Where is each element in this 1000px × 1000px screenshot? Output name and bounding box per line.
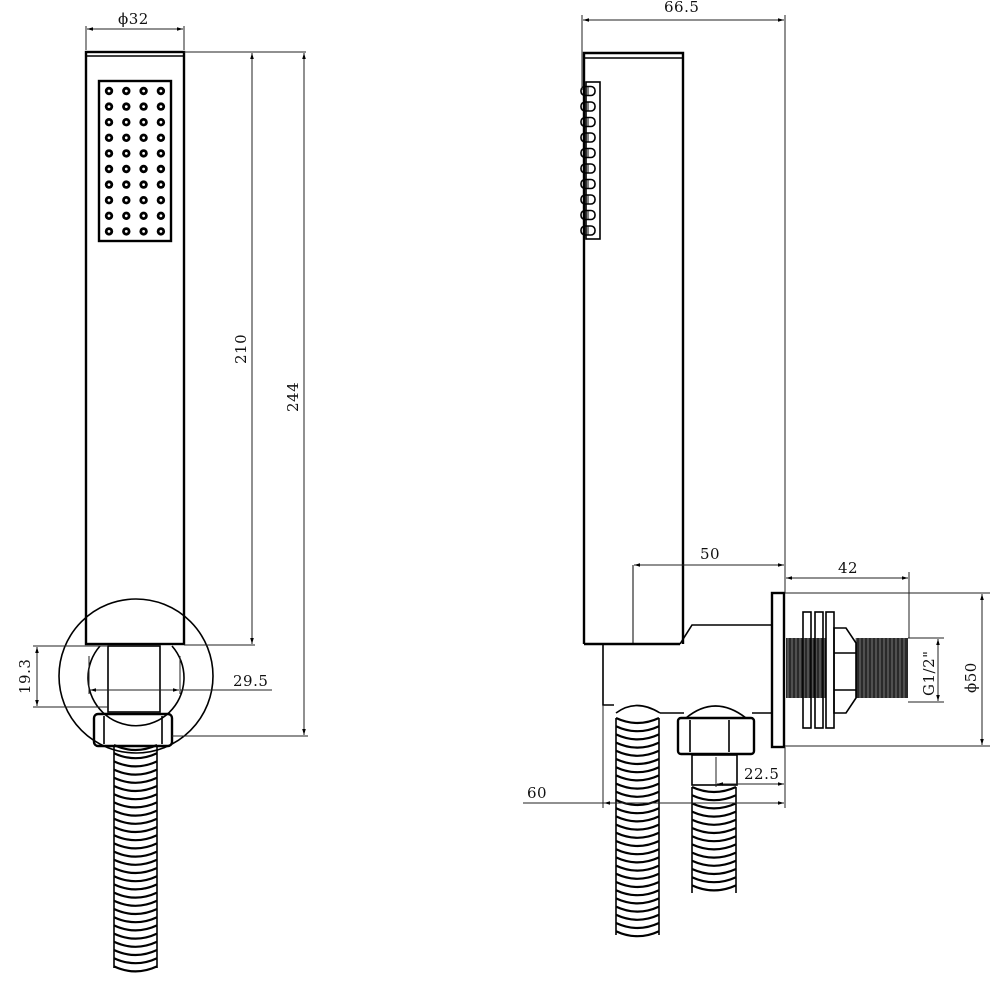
thread-right — [856, 638, 908, 698]
spray-nozzles-side — [580, 85, 596, 236]
dim-holder-height: 19.3 — [16, 659, 34, 694]
wall-flange — [770, 591, 786, 749]
dim-overall-height: 244 — [284, 382, 302, 412]
front-view — [58, 50, 214, 973]
lock-ring — [825, 611, 835, 729]
front-dimensions: ϕ32 210 244 19.3 29.5 — [16, 10, 308, 737]
handset-side-body — [582, 51, 685, 644]
dim-thread-length: 42 — [838, 559, 858, 577]
hose-side — [615, 717, 660, 938]
dim-spray-length: 210 — [232, 334, 250, 364]
hose-nut — [92, 712, 174, 748]
dim-handle-to-wall: 50 — [700, 545, 720, 563]
hose — [113, 744, 158, 973]
dim-thread-size: G1/2" — [920, 650, 938, 696]
dim-overall-depth: 66.5 — [664, 0, 699, 16]
side-dimensions: 66.5 50 42 G1/2" ϕ50 60 22.5 — [523, 0, 990, 808]
holder-neck — [107, 645, 161, 713]
lock-ring — [814, 611, 824, 729]
holder-cradle — [87, 645, 185, 727]
handset-body — [84, 50, 186, 646]
thread-left — [786, 638, 826, 698]
wall-bracket-circle — [58, 598, 214, 754]
dim-flange-diameter: ϕ50 — [962, 662, 980, 693]
lock-ring — [802, 611, 812, 729]
dim-holder-width: 29.5 — [233, 672, 268, 690]
hex-nut-side — [833, 627, 857, 714]
side-view — [580, 51, 908, 938]
dim-handle-diameter: ϕ32 — [118, 10, 149, 28]
spray-face — [97, 79, 173, 243]
elbow-body — [602, 624, 773, 714]
dim-hose-offset: 60 — [527, 784, 547, 802]
spray-nozzles — [104, 86, 166, 236]
dim-outlet-offset: 22.5 — [744, 765, 779, 783]
outlet-nut — [676, 716, 756, 756]
